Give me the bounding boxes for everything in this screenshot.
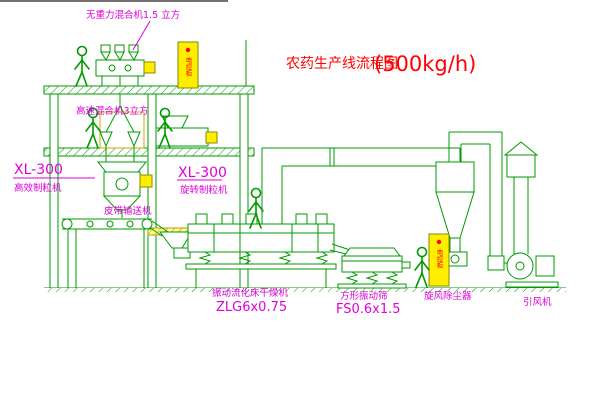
fluid-bed-dryer xyxy=(185,213,351,288)
control-cabinet-2: 电控柜 xyxy=(428,233,450,287)
cabinet-label: 电控柜 xyxy=(435,248,443,270)
label-granulator-right-name: 旋转制粒机 xyxy=(180,184,228,196)
label-sieve-name: 方形振动筛 xyxy=(340,290,388,302)
label-sieve-model: FS0.6x1.5 xyxy=(336,302,401,317)
label-top-mixer: 无重力混合机1.5 立方 xyxy=(86,9,180,21)
label-granulator-left-model: XL-300 xyxy=(14,162,63,178)
leader-lines xyxy=(13,20,222,181)
cabinet-label: 电控柜 xyxy=(184,56,192,78)
label-fan: 引风机 xyxy=(523,296,552,308)
granulator-motor xyxy=(205,131,218,144)
label-granulator-left-name: 高效制粒机 xyxy=(14,182,62,194)
indicator-lamp-icon xyxy=(185,47,191,53)
label-granulator-right-model: XL-300 xyxy=(178,165,227,181)
cyclone-dust-collector xyxy=(435,131,508,271)
mixer-motor xyxy=(143,61,156,74)
label-dust-collector: 旋风除尘器 xyxy=(424,290,472,302)
indicator-lamp-icon xyxy=(436,239,442,245)
high-speed-mixer xyxy=(99,94,145,162)
belt-conveyor xyxy=(61,218,153,288)
control-cabinet-1: 电控柜 xyxy=(177,41,199,89)
granulator-motor xyxy=(139,174,153,188)
rotary-granulator xyxy=(155,115,218,147)
label-dryer-name: 振动流化床干燥机 xyxy=(212,287,289,299)
stack-cap xyxy=(506,154,536,178)
drawing-title: 农药生产线流程图 xyxy=(286,56,398,72)
fan-motor xyxy=(535,255,555,277)
efficient-granulator xyxy=(96,161,153,218)
vibrating-sieve xyxy=(337,247,411,289)
label-dryer-model: ZLG6x0.75 xyxy=(216,300,287,315)
label-belt-conveyor: 皮带输送机 xyxy=(104,205,152,217)
drawing-capacity: (500kg/h) xyxy=(374,52,476,76)
stack-roof xyxy=(503,141,539,156)
feed-chute xyxy=(151,220,193,259)
person-figure xyxy=(74,45,90,87)
label-high-speed-mixer: 高速混合机3立方 xyxy=(76,105,149,117)
exhaust-duct xyxy=(261,147,461,224)
person-figure xyxy=(414,246,430,288)
induced-draft-fan xyxy=(503,141,559,288)
gravity-mixer xyxy=(95,44,156,86)
